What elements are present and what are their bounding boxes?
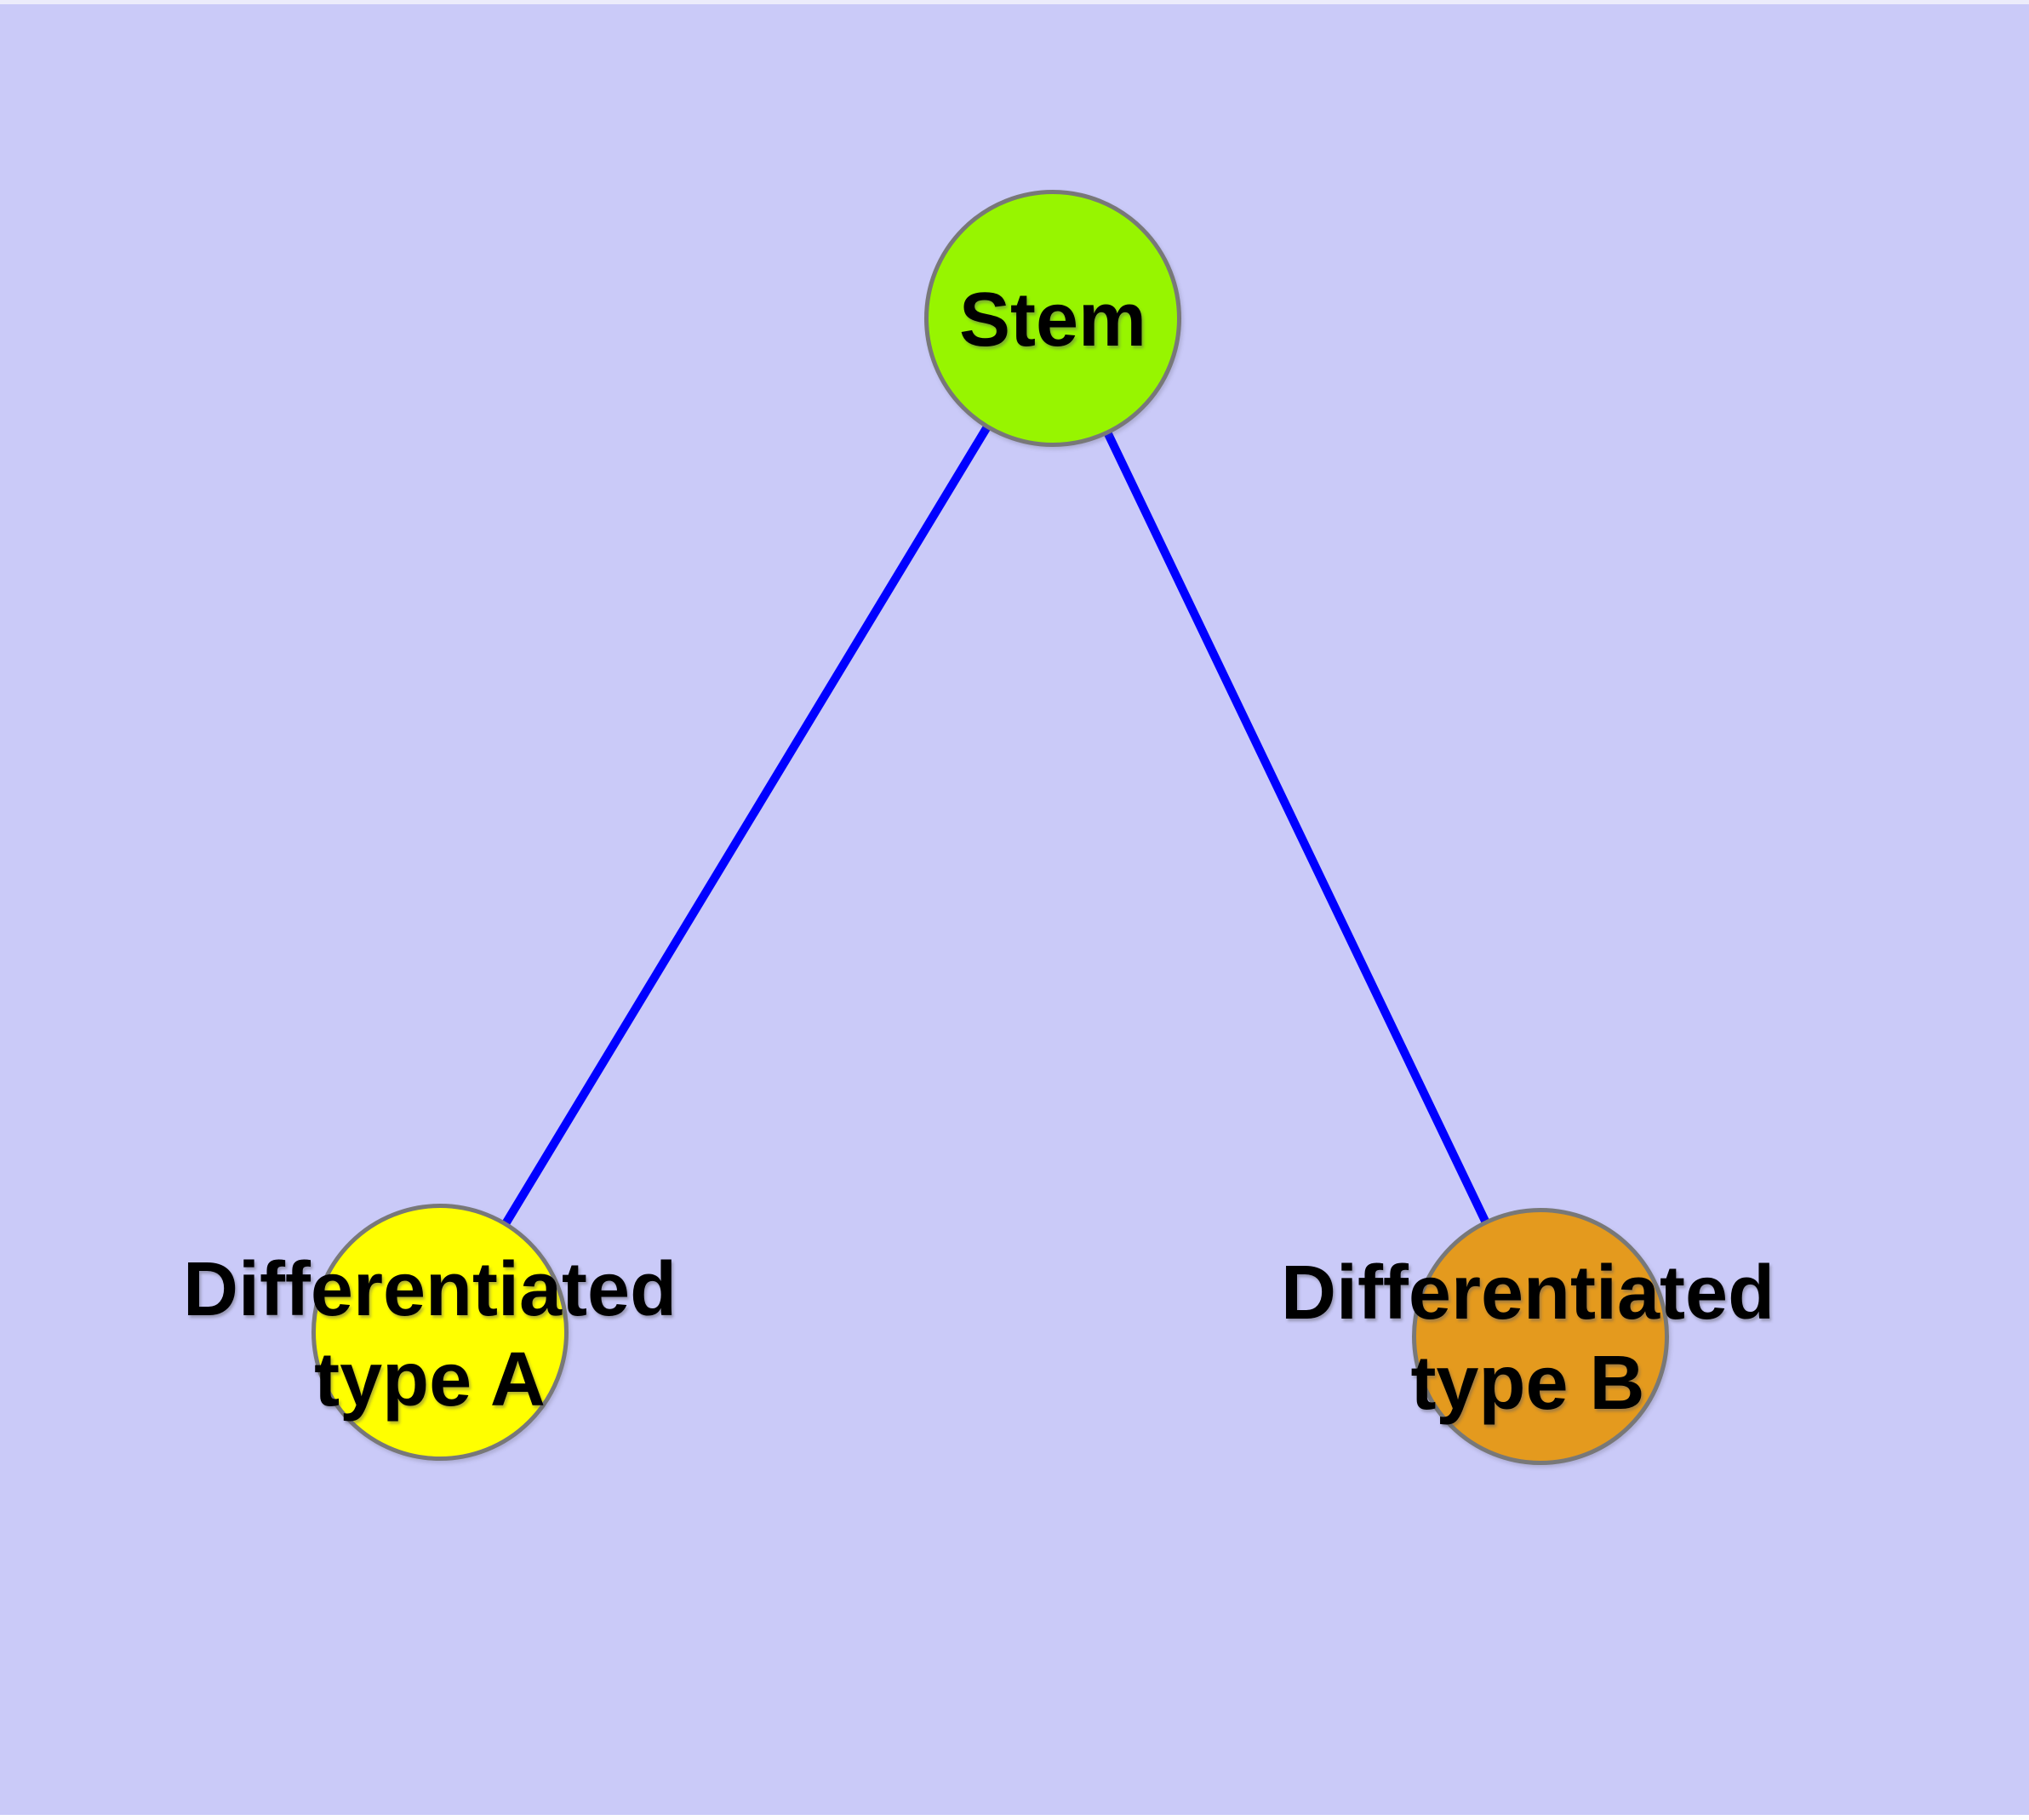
canvas-bottom-margin <box>0 1815 2029 1820</box>
canvas-top-margin <box>0 0 2029 4</box>
node-differentiated-type-a <box>311 1204 569 1461</box>
label-line-2: type A <box>314 1337 546 1422</box>
edge-stem-to-type-b <box>1049 316 1545 1339</box>
edge-stem-to-type-a <box>436 316 1057 1335</box>
node-differentiated-type-b <box>1412 1208 1669 1465</box>
label-line-2: type B <box>1410 1341 1645 1426</box>
node-stem <box>924 190 1181 447</box>
node-label-stem: Stem <box>958 278 1147 363</box>
label-line-1: Differentiated <box>1280 1251 1775 1336</box>
node-label-differentiated-type-b: Differentiated type B <box>1281 1248 1775 1428</box>
label-line-1: Differentiated <box>182 1247 677 1332</box>
node-label-differentiated-type-a: Differentiated type A <box>183 1245 677 1425</box>
